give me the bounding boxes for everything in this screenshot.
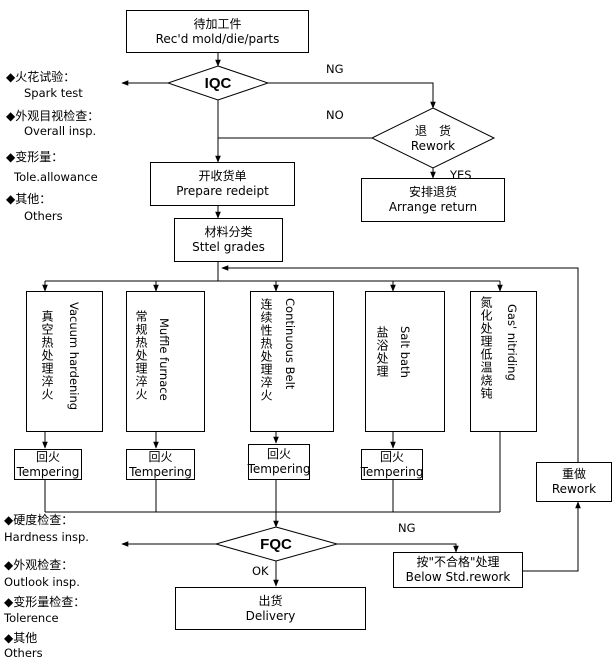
return-decision-label: 退 货 Rework [393,122,473,153]
process-muffle-en: Muffle furnace [157,318,171,401]
check-overall-zh: ◆外观目视检查： [6,109,100,123]
process-gas-nitriding: 氮化处理低温烧钝 Gas' nitriding [470,291,537,432]
start-zh: 待加工件 [193,16,242,31]
arrange-return-box: 安排退货 Arrange return [361,178,505,222]
delivery-zh: 出货 [258,593,283,608]
grades-en: Sttel grades [192,240,265,254]
tempering-3-zh: 回火 [266,447,291,461]
return-decision-en: Rework [410,139,456,153]
arrange-return-en: Arrange return [388,200,478,214]
start-box: 待加工件 Rec'd mold/die/parts [126,10,309,53]
process-continuous-belt: 连续性热处理淬火 Continuous Belt [250,291,334,432]
process-vacuum-hardening: 真空热处理淬火 Vacuum hardening [26,291,103,432]
tempering-2-en: Tempering [129,464,192,479]
below-std-box: 按"不合格"处理 Below Std.rework [393,552,523,588]
below-std-zh: 按"不合格"处理 [416,555,500,569]
check-hardness-zh: ◆硬度检查： [4,513,74,527]
check-others-en: Others [24,209,63,223]
iqc-no-label: NO [326,108,344,122]
check-others2-en: Others [4,646,43,660]
check-outlook-zh: ◆外观检查： [4,558,74,572]
process-muffle-furnace: 常规热处理淬火 Muffle furnace [126,291,205,432]
fqc-ok-label: OK [252,564,269,578]
receipt-en: Prepare redeipt [176,184,269,198]
below-std-en: Below Std.rework [405,570,511,584]
receipt-zh: 开收货单 [198,169,247,183]
check-others-zh: ◆其他： [6,192,52,206]
iqc-ng-label: NG [326,62,344,76]
process-nitriding-zh: 氮化处理低温烧钝 [479,296,493,400]
check-hardness-en: Hardness insp. [4,530,89,544]
delivery-en: Delivery [245,608,296,623]
tempering-4-zh: 回火 [379,449,404,464]
tempering-3-en: Tempering [247,462,311,476]
tempering-box-3: 回火 Tempering [248,444,310,480]
check-tolerance-en: Tole.allowance [14,170,98,184]
check-tolerence-zh: ◆变形量检查： [4,595,86,609]
process-nitriding-en: Gas' nitriding [505,304,519,381]
rework-zh: 重做 [561,467,586,481]
rework-box: 重做 Rework [536,462,612,502]
tempering-box-4: 回火 Tempering [361,449,423,480]
check-tolerence-en: Tolerence [4,611,59,625]
tempering-2-zh: 回火 [148,449,173,464]
rework-en: Rework [551,482,597,496]
check-outlook-en: Outlook insp. [4,575,80,589]
process-continuous-en: Continuous Belt [283,298,297,390]
check-others2-zh: ◆其他 [4,631,38,645]
process-muffle-zh: 常规热处理淬火 [134,310,148,401]
return-decision-zh: 退 货 [414,124,451,138]
return-decision-diamond [370,107,496,169]
process-vacuum-en: Vacuum hardening [67,302,81,411]
iqc-label: IQC [204,75,232,92]
check-overall-en: Overall insp. [24,124,97,138]
process-salt-zh: 盐浴处理 [375,326,389,378]
tempering-box-2: 回火 Tempering [126,449,195,480]
fqc-label: FQC [260,536,292,553]
check-spark-en: Spark test [24,86,83,100]
fqc-ng-label: NG [398,521,416,535]
fqc-diamond [214,526,339,562]
tempering-4-en: Tempering [360,464,424,479]
delivery-box: 出货 Delivery [175,587,366,630]
check-spark-zh: ◆火花试验： [6,70,76,84]
start-en: Rec'd mold/die/parts [155,31,280,46]
process-continuous-zh: 连续性热处理淬火 [259,298,273,402]
arrange-return-zh: 安排退货 [408,185,457,199]
grades-box: 材料分类 Sttel grades [174,218,283,262]
process-salt-bath: 盐浴处理 Salt bath [365,291,445,432]
grades-zh: 材料分类 [204,225,253,239]
process-salt-en: Salt bath [398,326,412,378]
check-tolerance-zh: ◆变形量： [6,150,64,164]
receipt-box: 开收货单 Prepare redeipt [150,162,295,206]
tempering-1-zh: 回火 [35,449,60,464]
tempering-1-en: Tempering [16,464,80,479]
process-vacuum-zh: 真空热处理淬火 [40,310,54,401]
tempering-box-1: 回火 Tempering [14,449,82,480]
iqc-diamond [166,65,270,101]
